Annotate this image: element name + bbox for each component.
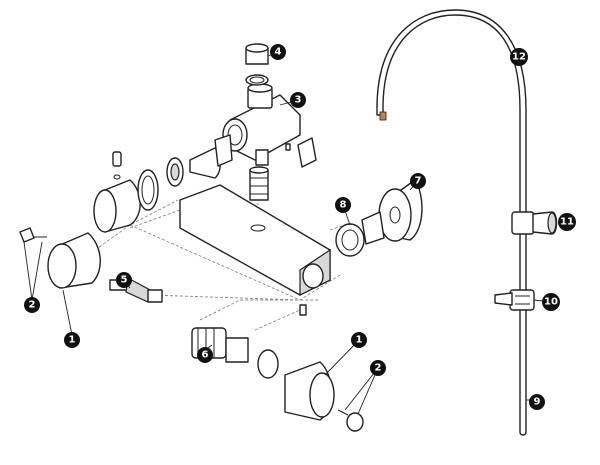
callout-2b: 2 (370, 360, 386, 376)
callout-label: 10 (544, 297, 558, 308)
check-valve (249, 166, 269, 201)
outlet-fitting (222, 83, 301, 166)
slider-bracket (494, 289, 535, 311)
callout-label: 8 (340, 200, 347, 211)
callout-marker (351, 332, 367, 348)
callout-marker (270, 44, 286, 60)
small-fixings (112, 137, 317, 316)
callout-label: 5 (121, 275, 128, 286)
top-nut (245, 43, 269, 86)
callout-marker (542, 293, 560, 311)
callout-12: 12 (510, 48, 528, 66)
callout-marker (290, 92, 306, 108)
lower-left-handle (19, 227, 101, 289)
callout-label: 4 (275, 47, 282, 58)
shower-outlet (379, 111, 387, 121)
lower-right-handle (284, 361, 364, 432)
shower-riser-pipe (376, 9, 527, 436)
callout-marker (197, 347, 213, 363)
callout-marker (64, 332, 80, 348)
callout-label: 11 (560, 217, 574, 228)
callout-marker (116, 272, 132, 288)
callout-marker (558, 213, 576, 231)
callout-marker (510, 48, 528, 66)
callout-1b: 1 (351, 332, 367, 348)
callout-marker (370, 360, 386, 376)
callout-1a: 1 (64, 332, 80, 348)
callout-label: 1 (69, 335, 76, 346)
callout-9: 9 (529, 394, 545, 410)
callout-7: 7 (410, 173, 426, 189)
callout-label: 2 (29, 300, 36, 311)
callout-marker (529, 394, 545, 410)
left-handle-assembly (93, 134, 233, 233)
callout-label: 3 (295, 95, 302, 106)
mixer-body (179, 184, 331, 296)
wall-connection (335, 179, 423, 257)
callout-label: 1 (356, 335, 363, 346)
handset-holder (511, 211, 558, 235)
callout-label: 2 (375, 363, 382, 374)
callout-marker (410, 173, 426, 189)
callout-label: 12 (512, 52, 526, 63)
callout-5: 5 (116, 272, 132, 288)
callout-10: 10 (542, 293, 560, 311)
callout-marker (335, 197, 351, 213)
callout-label: 9 (534, 397, 541, 408)
callout-2a: 2 (24, 297, 40, 313)
callout-label: 7 (415, 176, 422, 187)
callout-8: 8 (335, 197, 351, 213)
callout-11: 11 (558, 213, 576, 231)
callout-4: 4 (270, 44, 286, 60)
callout-6: 6 (197, 347, 213, 363)
callout-marker (24, 297, 40, 313)
callout-3: 3 (290, 92, 306, 108)
callout-label: 6 (202, 350, 209, 361)
